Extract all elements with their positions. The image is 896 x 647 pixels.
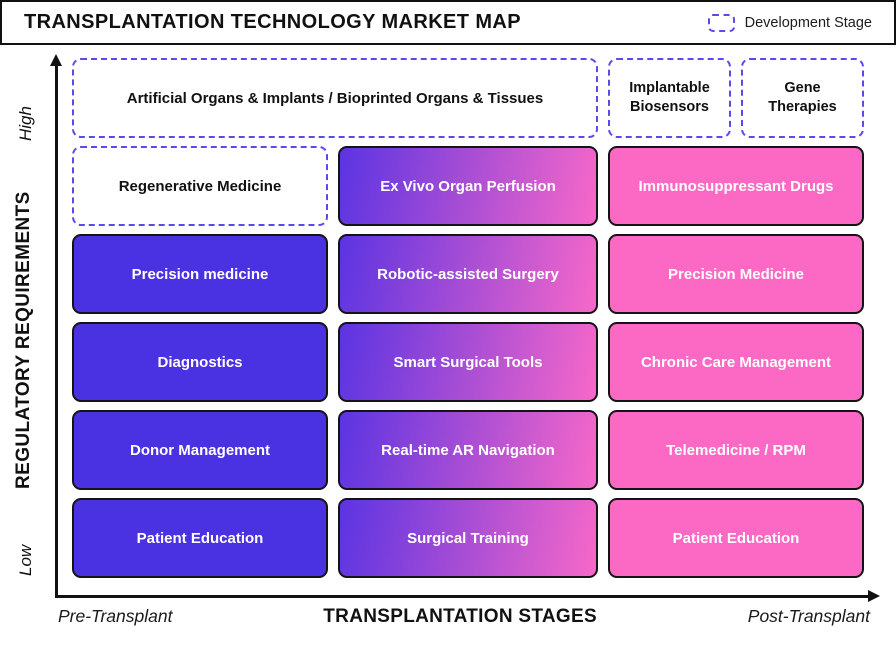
cell-label: Robotic-assisted Surgery xyxy=(377,265,559,283)
row-5: Donor Management Real-time AR Navigation… xyxy=(72,410,864,490)
market-grid: Artificial Organs & Implants / Bioprinte… xyxy=(72,58,864,586)
row-3: Precision medicine Robotic-assisted Surg… xyxy=(72,234,864,314)
cell-chronic-care-management: Chronic Care Management xyxy=(608,322,864,402)
cell-real-time-ar-navigation: Real-time AR Navigation xyxy=(338,410,598,490)
cell-label: Artificial Organs & Implants / Bioprinte… xyxy=(126,89,544,107)
cell-donor-management: Donor Management xyxy=(72,410,328,490)
cell-patient-education-pre: Patient Education xyxy=(72,498,328,578)
row-6: Patient Education Surgical Training Pati… xyxy=(72,498,864,578)
cell-label: Implantable Biosensors xyxy=(629,80,710,115)
cell-smart-surgical-tools: Smart Surgical Tools xyxy=(338,322,598,402)
cell-telemedicine-rpm: Telemedicine / RPM xyxy=(608,410,864,490)
x-axis-title: TRANSPLANTATION STAGES xyxy=(323,606,597,627)
cell-gene-therapies: Gene Therapies xyxy=(741,58,864,138)
cell-precision-medicine-pre: Precision medicine xyxy=(72,234,328,314)
cell-robotic-assisted-surgery: Robotic-assisted Surgery xyxy=(338,234,598,314)
cell-label: Ex Vivo Organ Perfusion xyxy=(380,177,556,195)
cell-artificial-organs-bioprinted: Artificial Organs & Implants / Bioprinte… xyxy=(72,58,598,138)
cell-ex-vivo-organ-perfusion: Ex Vivo Organ Perfusion xyxy=(338,146,598,226)
cell-label: Precision Medicine xyxy=(668,265,804,283)
y-axis-title: REGULATORY REQUIREMENTS xyxy=(13,191,34,489)
row-4: Diagnostics Smart Surgical Tools Chronic… xyxy=(72,322,864,402)
x-axis-arrowhead-icon xyxy=(868,590,880,602)
y-axis-high-label: High xyxy=(16,106,35,141)
cell-label: Gene Therapies xyxy=(768,80,837,115)
y-axis xyxy=(55,64,58,598)
cell-immunosuppressant-drugs: Immunosuppressant Drugs xyxy=(608,146,864,226)
cell-surgical-training: Surgical Training xyxy=(338,498,598,578)
x-axis-labels: Pre-Transplant TRANSPLANTATION STAGES Po… xyxy=(58,606,870,628)
cell-label: Chronic Care Management xyxy=(640,353,832,371)
cell-regenerative-medicine: Regenerative Medicine xyxy=(72,146,328,226)
page-title: TRANSPLANTATION TECHNOLOGY MARKET MAP xyxy=(24,11,522,33)
cell-label: Donor Management xyxy=(129,441,270,459)
cell-label: Patient Education xyxy=(136,529,264,547)
legend: Development Stage xyxy=(707,13,872,32)
cell-label: Immunosuppressant Drugs xyxy=(638,177,834,195)
x-axis xyxy=(55,595,871,598)
cell-label: Regenerative Medicine xyxy=(118,177,282,195)
title-bar: TRANSPLANTATION TECHNOLOGY MARKET MAP De… xyxy=(0,0,896,45)
cell-diagnostics: Diagnostics xyxy=(72,322,328,402)
y-axis-low-label: Low xyxy=(16,544,35,576)
cell-label: Smart Surgical Tools xyxy=(393,353,543,371)
x-axis-left-label: Pre-Transplant xyxy=(58,606,173,626)
cell-label: Surgical Training xyxy=(407,529,529,547)
cell-implantable-biosensors: Implantable Biosensors xyxy=(608,58,731,138)
cell-label: Patient Education xyxy=(672,529,800,547)
legend-label: Development Stage xyxy=(744,14,872,31)
row-development-stage: Artificial Organs & Implants / Bioprinte… xyxy=(72,58,864,138)
cell-patient-education-post: Patient Education xyxy=(608,498,864,578)
row-2: Regenerative Medicine Ex Vivo Organ Perf… xyxy=(72,146,864,226)
development-stage-swatch-icon xyxy=(707,13,735,32)
cell-precision-medicine-post: Precision Medicine xyxy=(608,234,864,314)
cell-label: Telemedicine / RPM xyxy=(666,441,806,459)
cell-label: Precision medicine xyxy=(131,265,269,283)
x-axis-right-label: Post-Transplant xyxy=(747,606,870,626)
cell-label: Real-time AR Navigation xyxy=(381,441,555,459)
cell-label: Diagnostics xyxy=(157,353,243,371)
y-axis-arrowhead-icon xyxy=(50,54,62,66)
